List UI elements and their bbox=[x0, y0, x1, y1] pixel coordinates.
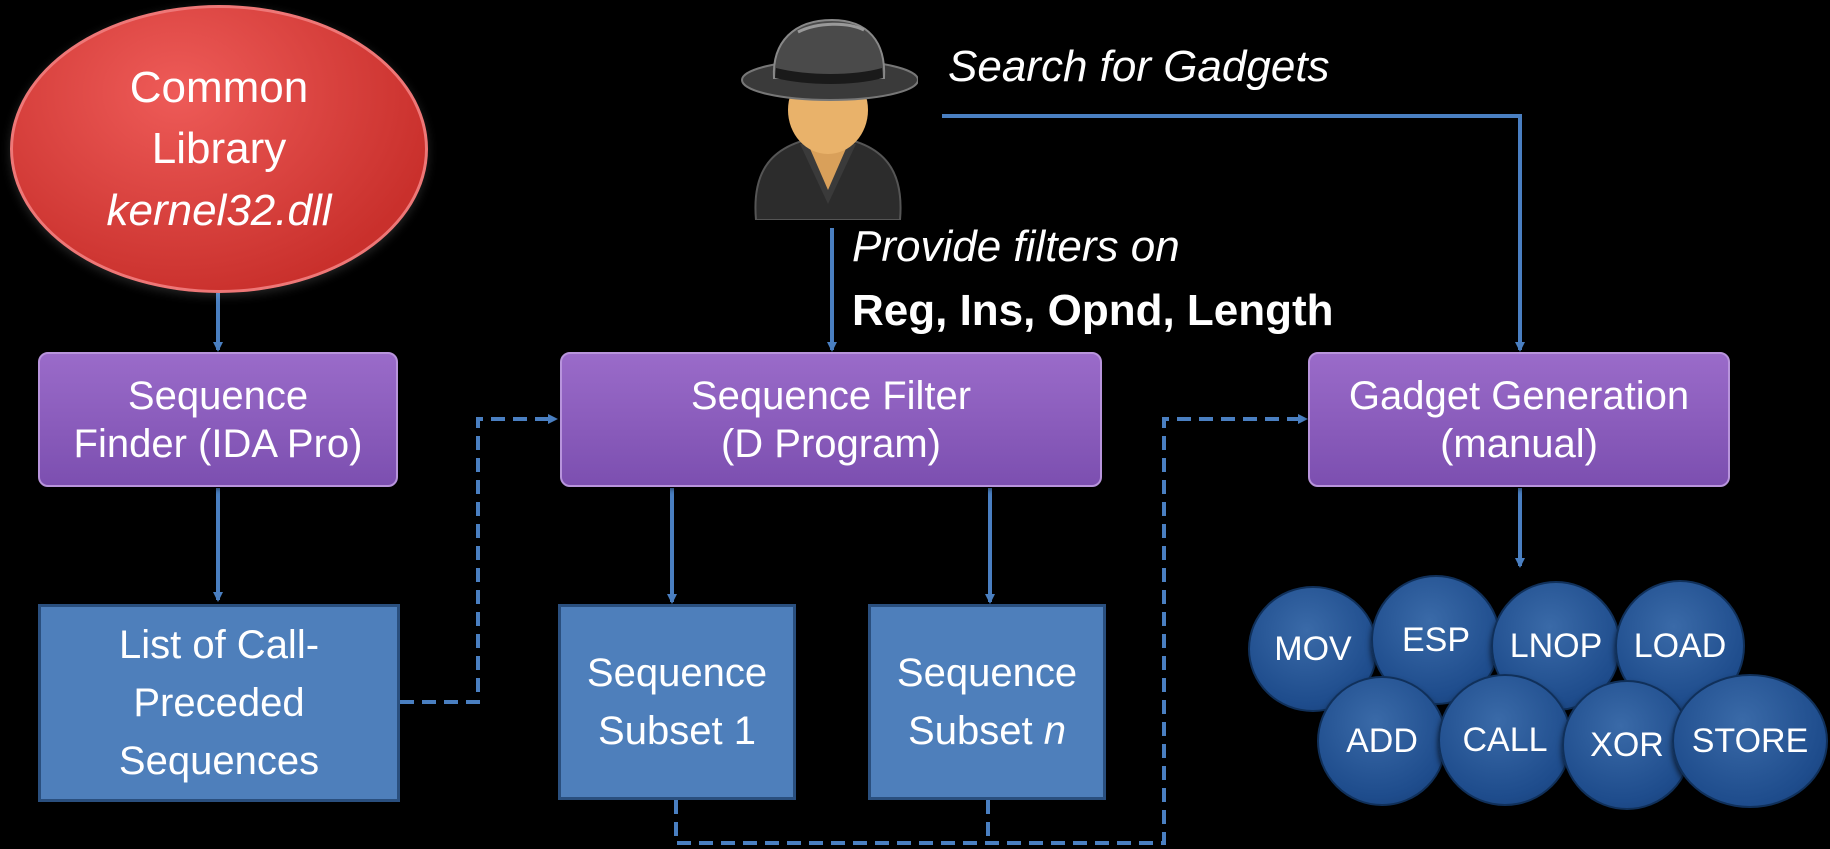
sequence-subset-n-node: Sequence Subset n bbox=[868, 604, 1106, 800]
library-line2: Library bbox=[151, 124, 287, 174]
provide-filters-label: Provide filters on bbox=[852, 222, 1180, 271]
gadget-xor: XOR bbox=[1562, 680, 1692, 810]
gadget-store: STORE bbox=[1672, 674, 1828, 808]
filter-criteria-label: Reg, Ins, Opnd, Length bbox=[852, 286, 1334, 335]
finder-line2: Finder (IDA Pro) bbox=[73, 421, 363, 466]
spy-hacker-icon bbox=[738, 14, 919, 221]
dashed-subsets-to-generation bbox=[674, 414, 1308, 845]
sequence-filter-node: Sequence Filter (D Program) bbox=[560, 352, 1102, 487]
subsetn-line1: Sequence bbox=[896, 651, 1078, 695]
dashed-list-to-filter bbox=[400, 414, 558, 704]
sequence-finder-node: Sequence Finder (IDA Pro) bbox=[38, 352, 398, 487]
list-line3: Sequences bbox=[118, 739, 320, 783]
subsetn-variable: n bbox=[1043, 709, 1066, 753]
gadget-generation-node: Gadget Generation (manual) bbox=[1308, 352, 1730, 487]
subset1-line1: Sequence bbox=[586, 651, 768, 695]
call-preceded-list-node: List of Call- Preceded Sequences bbox=[38, 604, 400, 802]
library-line1: Common bbox=[129, 62, 309, 112]
subsetn-line2: Subset n bbox=[908, 702, 1066, 760]
gadget-add: ADD bbox=[1317, 676, 1447, 806]
filter-line2: (D Program) bbox=[720, 421, 942, 466]
library-line3: kernel32.dll bbox=[106, 185, 332, 235]
common-library-node: Common Library kernel32.dll bbox=[10, 5, 428, 293]
sequence-subset-1-node: Sequence Subset 1 bbox=[558, 604, 796, 800]
arrow-search-to-generation bbox=[942, 114, 1525, 352]
gadget-call: CALL bbox=[1438, 674, 1572, 806]
list-line2: Preceded bbox=[133, 681, 305, 725]
filter-line1: Sequence Filter bbox=[690, 373, 972, 418]
list-line1: List of Call- bbox=[118, 623, 320, 667]
subsetn-line2-text: Subset bbox=[908, 709, 1044, 753]
subset1-line2: Subset 1 bbox=[598, 709, 756, 753]
generation-line1: Gadget Generation bbox=[1348, 373, 1690, 418]
search-for-gadgets-label: Search for Gadgets bbox=[948, 42, 1330, 91]
generation-line2: (manual) bbox=[1440, 421, 1598, 466]
finder-line1: Sequence bbox=[127, 373, 309, 418]
